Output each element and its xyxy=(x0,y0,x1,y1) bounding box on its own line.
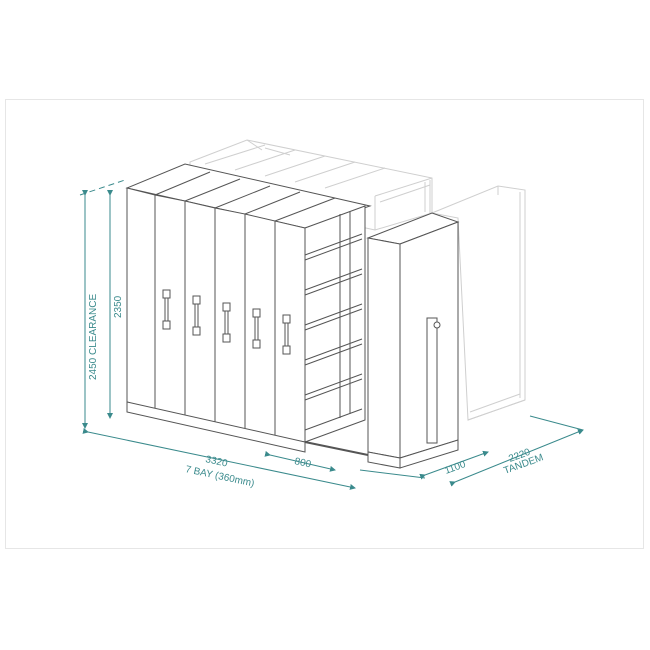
dimension-lines xyxy=(79,179,584,490)
dim-length: 3320 xyxy=(204,454,228,469)
end-unit xyxy=(366,212,460,469)
open-bay-shelves xyxy=(304,205,369,456)
dim-height: 2350 xyxy=(113,295,124,318)
dim-depth: 1100 xyxy=(443,459,467,477)
dim-clearance: 2450 CLEARANCE xyxy=(88,294,99,380)
dim-aisle: 800 xyxy=(293,456,312,470)
mobile-units xyxy=(125,163,372,453)
drawing-frame xyxy=(5,99,644,549)
